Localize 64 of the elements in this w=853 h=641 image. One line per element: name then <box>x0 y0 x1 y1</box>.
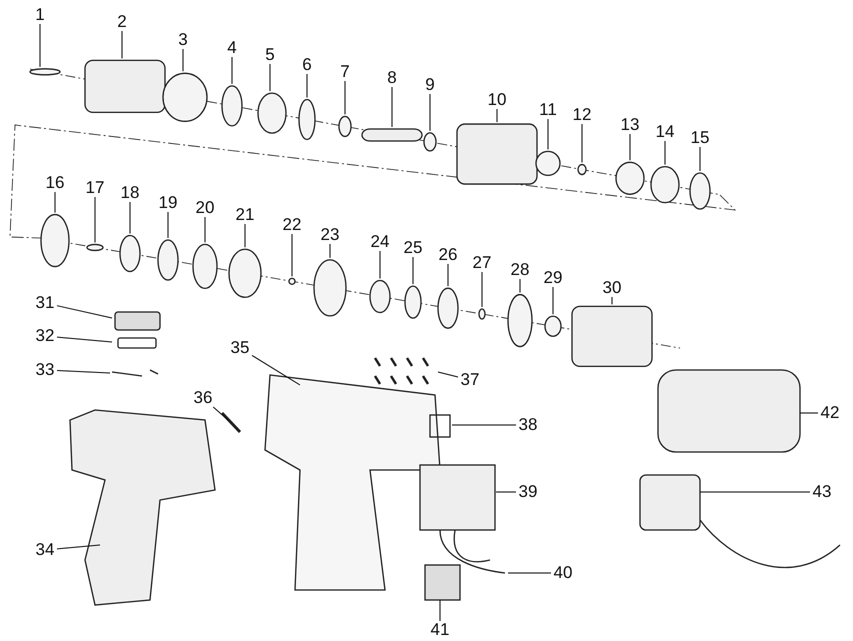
leader-line <box>94 196 96 243</box>
callout-number: 18 <box>118 184 142 202</box>
leader-line <box>54 192 56 214</box>
callout-number: 32 <box>33 327 57 345</box>
callout-number: 16 <box>43 174 67 192</box>
callout-number: 31 <box>33 294 57 312</box>
callout-number: 12 <box>570 106 594 124</box>
callout-number: 2 <box>115 13 129 31</box>
callout-number: 33 <box>33 361 57 379</box>
callout-number: 14 <box>653 123 677 141</box>
leader-line <box>204 216 206 243</box>
callout-number: 1 <box>33 6 47 24</box>
callout-number: 22 <box>280 216 304 234</box>
callout-number: 19 <box>156 194 180 212</box>
leader-line <box>800 412 818 414</box>
callout-number: 9 <box>423 76 437 94</box>
callout-number: 26 <box>436 246 460 264</box>
callout-number: 29 <box>541 269 565 287</box>
callout-number: 41 <box>428 621 452 639</box>
leader-line <box>56 544 100 550</box>
leader-line <box>244 224 246 248</box>
leader-line <box>212 406 228 420</box>
callout-number: 17 <box>83 179 107 197</box>
callout-number: 8 <box>385 69 399 87</box>
callout-number: 24 <box>368 233 392 251</box>
leader-line <box>344 80 346 115</box>
callout-number: 3 <box>176 31 190 49</box>
callout-number: 5 <box>263 46 277 64</box>
callout-number: 28 <box>508 261 532 279</box>
callout-number: 10 <box>485 91 509 109</box>
callout-number: 4 <box>225 39 239 57</box>
callout-number: 25 <box>401 239 425 257</box>
leader-line <box>438 372 458 378</box>
leader-line <box>56 370 110 374</box>
callout-number: 11 <box>536 101 560 119</box>
leader-line <box>508 572 552 574</box>
callout-number: 30 <box>600 279 624 297</box>
callout-number: 42 <box>818 404 842 422</box>
callout-number: 23 <box>318 226 342 244</box>
callout-number: 15 <box>688 129 712 147</box>
callout-number: 27 <box>470 254 494 272</box>
leader-line <box>412 256 414 285</box>
callout-number: 40 <box>551 564 575 582</box>
callout-number: 6 <box>300 56 314 74</box>
leader-line <box>552 286 554 315</box>
callout-number: 36 <box>191 389 215 407</box>
callout-number: 39 <box>516 483 540 501</box>
leader-line <box>182 48 184 72</box>
leader-line <box>306 74 308 98</box>
callout-number: 37 <box>458 371 482 389</box>
callout-number: 20 <box>193 199 217 217</box>
leader-line <box>496 108 498 123</box>
callout-number: 34 <box>33 541 57 559</box>
callout-number: 43 <box>810 483 834 501</box>
leader-line <box>252 354 300 386</box>
leader-line <box>452 424 516 426</box>
callout-number: 7 <box>338 63 352 81</box>
leader-line <box>56 336 112 342</box>
leader-line <box>56 305 112 318</box>
callout-number: 21 <box>233 206 257 224</box>
callout-number: 35 <box>228 339 252 357</box>
callout-number: 13 <box>618 116 642 134</box>
callout-number: 38 <box>516 416 540 434</box>
leader-line <box>664 140 666 166</box>
